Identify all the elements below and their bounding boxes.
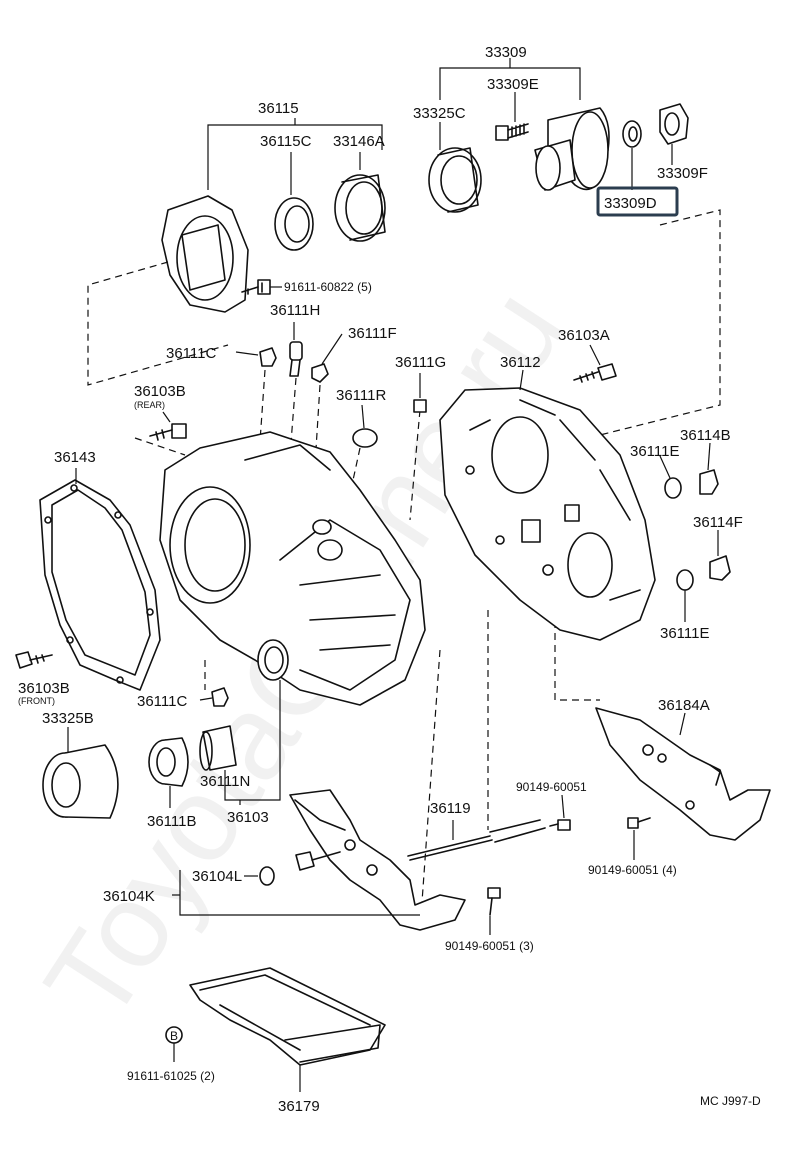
transfer-housing-left-part[interactable] [159,431,426,706]
part-label-36103b-front[interactable]: 36103B [18,680,70,697]
highlight-box-33309d [596,186,679,217]
part-label-36111n[interactable]: 36111N [200,773,250,790]
wire-36119-part[interactable] [407,819,546,861]
diagram-code: MC J997-D [700,1094,761,1108]
part-label-33325b[interactable]: 33325B [42,710,94,727]
part-label-36103a[interactable]: 36103A [558,327,610,344]
rear-note: (REAR) [134,400,165,410]
part-label-36104k[interactable]: 36104K [103,888,155,905]
part-label-36179[interactable]: 36179 [278,1098,320,1115]
part-label-36111g[interactable]: 36111G [395,354,446,371]
part-label-33309d[interactable]: 33309D [604,195,657,212]
bolt-36103b-front-part[interactable] [15,651,53,669]
part-label-36114b[interactable]: 36114B [680,427,731,444]
part-label-33309[interactable]: 33309 [485,44,527,61]
transfer-case-36112-part[interactable] [439,387,656,641]
part-label-36111f[interactable]: 36111F [348,325,397,342]
lever-36104k-part[interactable] [289,789,466,931]
bearing-33325b-part[interactable] [42,744,119,819]
bearing-36111b-part[interactable] [148,737,189,787]
plug-36111r-part[interactable] [352,428,378,448]
washer-33309d-part[interactable] [622,120,642,148]
extension-housing-group [428,58,689,217]
part-label-33309e[interactable]: 33309E [487,76,539,93]
nut-33309f-part[interactable] [659,103,689,145]
part-label-36111e-top[interactable]: 36111E [630,443,680,460]
svg-text:B: B [170,1029,178,1043]
bearing-33146a-part[interactable] [334,174,386,242]
rear-cover-36115-part[interactable] [161,195,249,313]
washer-36111e-bottom-part[interactable] [676,569,694,591]
part-label-36103[interactable]: 36103 [227,809,269,826]
part-label-36119[interactable]: 36119 [430,800,471,817]
bolt-90149-60051-3-part[interactable] [487,887,501,916]
gasket-36143-part[interactable] [39,479,161,691]
plug-36111c-bottom-part[interactable] [211,687,229,707]
part-label-36184a[interactable]: 36184A [658,697,710,714]
pin-36111g-part[interactable] [413,399,427,413]
part-label-33325c[interactable]: 33325C [413,105,466,122]
part-label-36111b[interactable]: 36111B [147,813,197,830]
oil-seal-33325c-part[interactable] [428,147,482,213]
part-label-91611-60822[interactable]: 91611-60822 (5) [284,280,372,294]
bolt-91611-60822-part[interactable] [241,279,271,295]
bolt-90149-60051-part[interactable] [549,819,571,831]
plug-36111c-top-part[interactable] [259,347,277,367]
o-ring-36104l-part[interactable] [259,866,275,886]
part-label-36111h[interactable]: 36111H [270,302,320,319]
bolt-90149-60051-4-part[interactable] [627,817,651,829]
part-label-36115[interactable]: 36115 [258,100,299,117]
washer-36111e-top-part[interactable] [664,477,682,499]
protector-36184a-part[interactable] [595,707,771,841]
part-label-36115c[interactable]: 36115C [260,133,312,150]
part-label-36111c-bottom[interactable]: 36111C [137,693,187,710]
bolt-mark-b[interactable]: B [165,1026,183,1044]
part-label-36112[interactable]: 36112 [500,354,541,371]
part-label-36111r[interactable]: 36111R [336,387,386,404]
plug-36114b-part[interactable] [699,469,719,495]
sleeve-36111n-part[interactable] [199,725,237,771]
part-label-90149-60051-3[interactable]: 90149-60051 (3) [445,939,534,953]
bolt-33309e-part[interactable] [495,123,529,141]
plug-36114f-part[interactable] [709,555,731,581]
part-label-36111e-bottom[interactable]: 36111E [660,625,710,642]
oil-seal-36115c-part[interactable] [274,197,314,251]
oil-pan-36179-part[interactable] [189,967,386,1066]
part-label-90149-60051-4[interactable]: 90149-60051 (4) [588,863,677,877]
plug-36111f-part[interactable] [311,363,329,383]
rear-cover-group [161,118,386,313]
bolt-36103b-rear-part[interactable] [149,423,187,441]
part-label-36143[interactable]: 36143 [54,449,96,466]
part-label-33146a[interactable]: 33146A [333,133,385,150]
bolt-36103a-part[interactable] [573,363,617,383]
front-note: (FRONT) [18,696,55,706]
part-label-90149-60051[interactable]: 90149-60051 [516,780,587,794]
part-label-36103b-rear[interactable]: 36103B [134,383,186,400]
part-label-36111c-top[interactable]: 36111C [166,345,216,362]
part-label-33309f[interactable]: 33309F [657,165,708,182]
part-label-91611-61025[interactable]: 91611-61025 (2) [127,1069,215,1083]
ring-36103-part[interactable] [257,639,289,681]
part-label-36104l[interactable]: 36104L [192,868,242,885]
part-label-36114f[interactable]: 36114F [693,514,743,531]
plug-36111h-part[interactable] [289,341,303,377]
